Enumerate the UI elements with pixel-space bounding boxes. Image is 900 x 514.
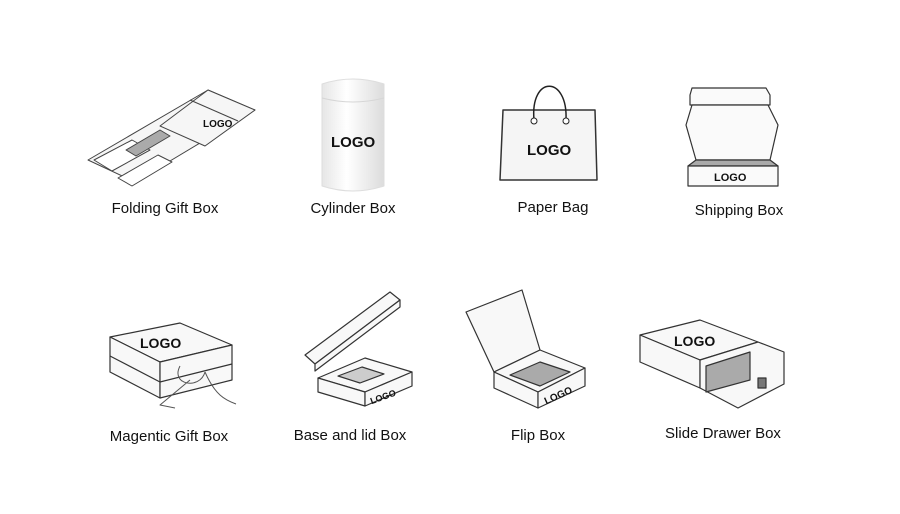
folding-gift-box-icon: LOGO	[87, 89, 256, 187]
flip-box-icon: LOGO	[465, 289, 586, 409]
cylinder-box-icon: LOGO	[321, 78, 385, 192]
base-lid-box-icon: LOGO	[304, 291, 413, 407]
logo-text: LOGO	[331, 134, 375, 151]
item-label: Paper Bag	[517, 199, 589, 216]
item-label: Cylinder Box	[310, 200, 396, 217]
logo-text: LOGO	[674, 333, 715, 349]
item-label: Slide Drawer Box	[665, 425, 781, 442]
shipping-box-icon: LOGO	[685, 87, 779, 187]
item-label: Shipping Box	[694, 202, 784, 219]
logo-text: LOGO	[527, 142, 571, 159]
item-label: Flip Box	[510, 427, 566, 444]
slide-drawer-box-icon: LOGO	[639, 319, 785, 409]
logo-text: LOGO	[203, 119, 233, 130]
logo-text: LOGO	[140, 335, 181, 351]
magnetic-gift-box-icon: LOGO	[109, 322, 237, 409]
paper-bag-icon: LOGO	[499, 85, 598, 181]
item-label: Base and lid Box	[293, 427, 407, 444]
item-label: Folding Gift Box	[111, 200, 219, 217]
item-label: Magentic Gift Box	[109, 428, 229, 445]
logo-text: LOGO	[714, 172, 747, 184]
